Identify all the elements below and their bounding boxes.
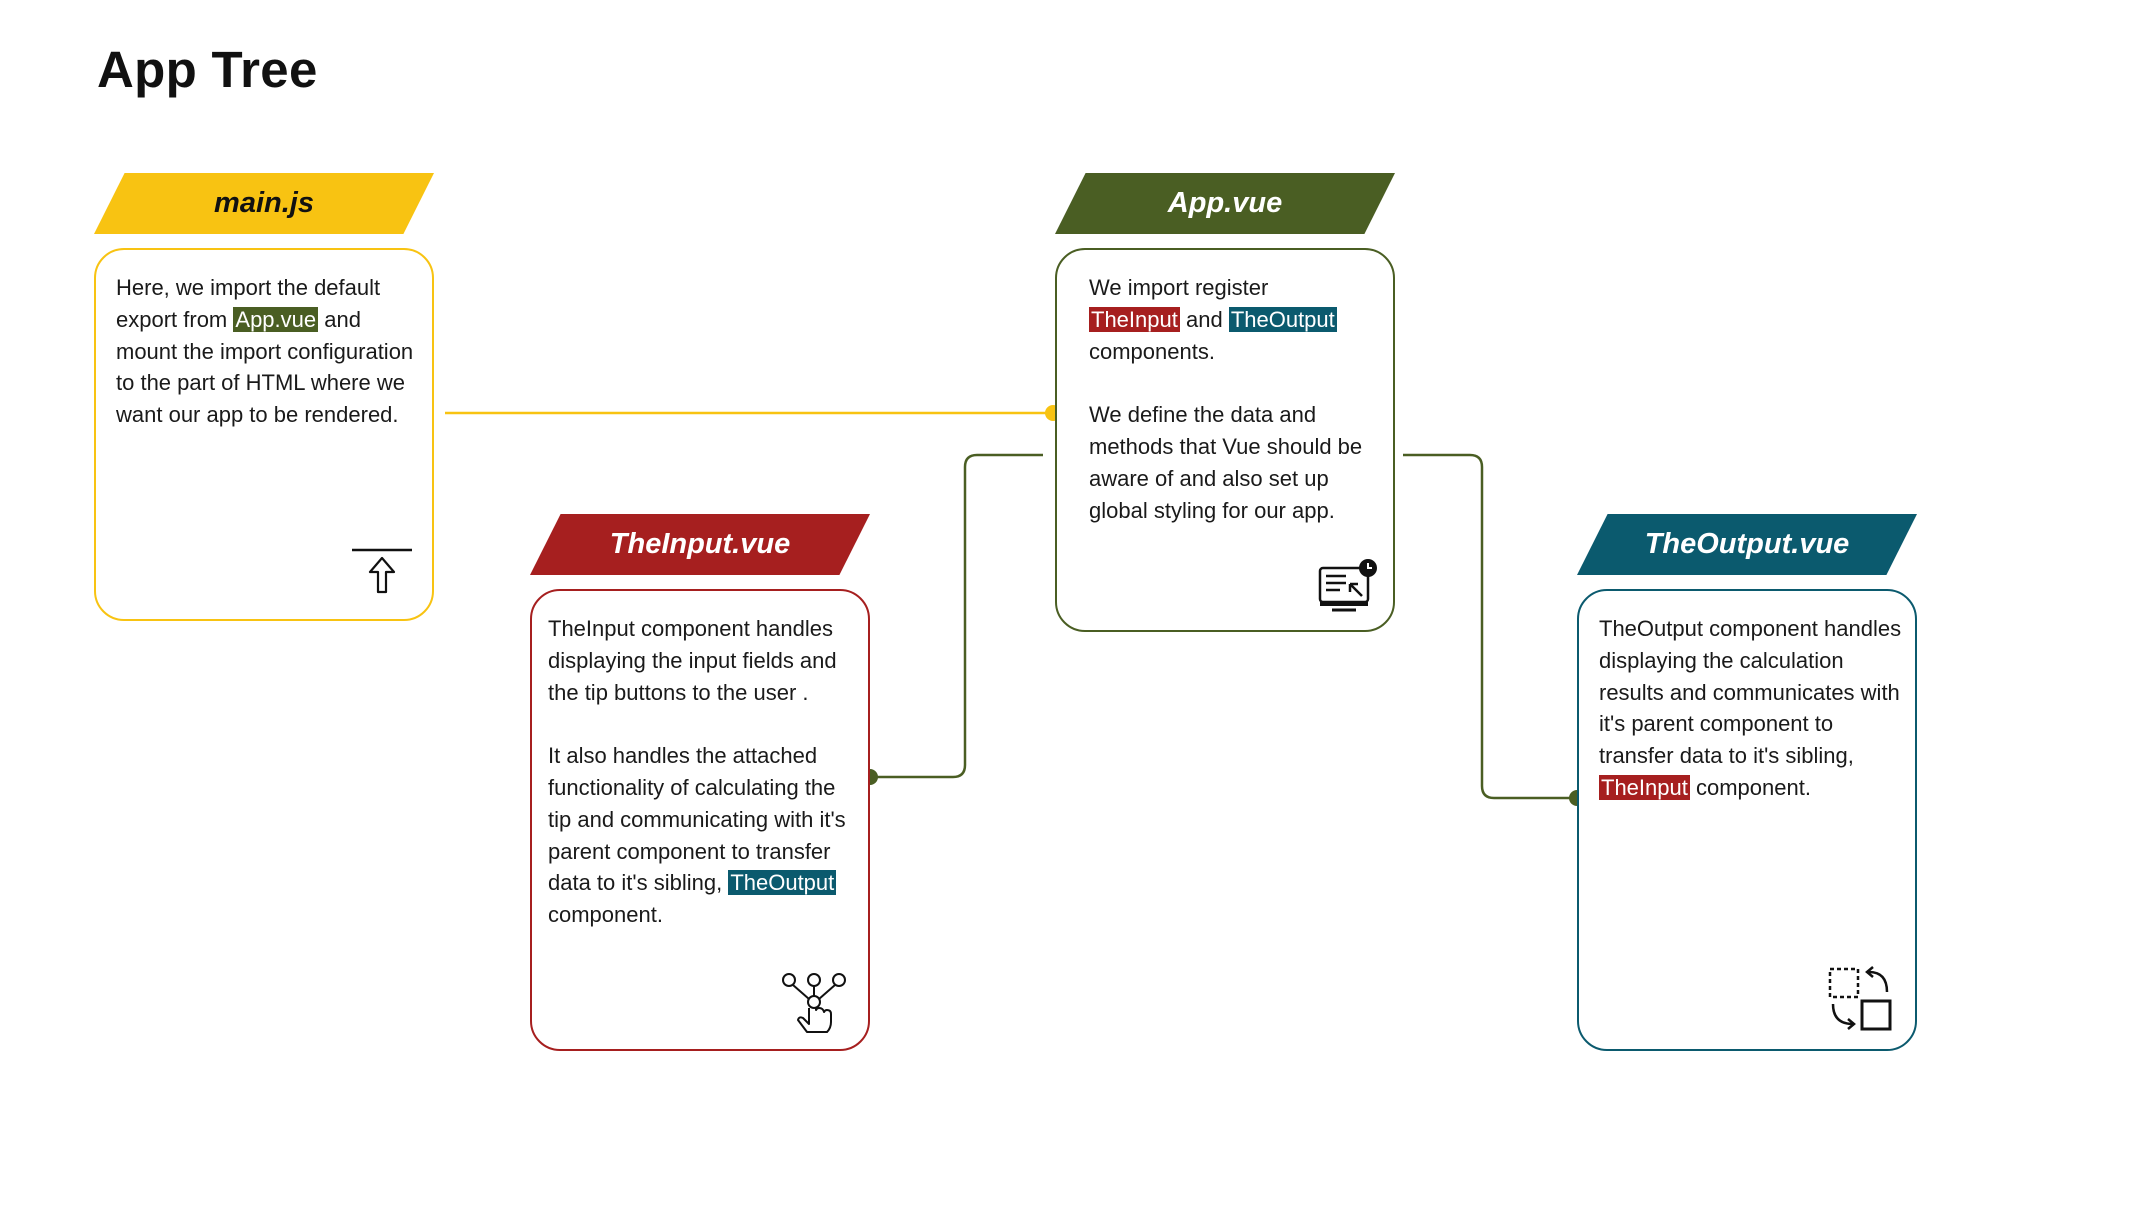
app-vue-text-3: We define the data and methods that Vue … bbox=[1089, 402, 1363, 523]
card-theinput-vue: TheInput component handles displaying th… bbox=[530, 589, 870, 1051]
page-title: App Tree bbox=[97, 41, 318, 98]
app-vue-description: We import register TheInput and TheOutpu… bbox=[1089, 272, 1381, 526]
theoutput-text-2: component. bbox=[1695, 774, 1811, 800]
highlight-theinput: TheInput bbox=[1089, 306, 1180, 332]
theoutput-text-1: TheOutput component handles displaying t… bbox=[1599, 616, 1902, 769]
tab-app-vue: App.vue bbox=[1055, 173, 1395, 234]
theinput-text-2: It also handles the attached functionali… bbox=[548, 743, 846, 896]
theinput-text-1: TheInput component handles displaying th… bbox=[548, 616, 837, 705]
transform-icon bbox=[1828, 966, 1892, 1031]
highlight-theoutput: TheOutput bbox=[1228, 306, 1337, 332]
highlight-theoutput-2: TheOutput bbox=[728, 870, 837, 896]
app-vue-text-2: components. bbox=[1089, 338, 1215, 364]
monitor-clock-icon bbox=[1318, 559, 1377, 612]
tab-main-js: main.js bbox=[94, 173, 434, 234]
tab-theinput-vue: TheInput.vue bbox=[530, 514, 870, 575]
theinput-text-3: component. bbox=[548, 902, 663, 928]
connector-app-input bbox=[870, 453, 1043, 779]
theoutput-description: TheOutput component handles displaying t… bbox=[1599, 613, 1909, 804]
main-js-text-1: Here, we import the default export from bbox=[116, 275, 381, 332]
theinput-description: TheInput component handles displaying th… bbox=[548, 613, 864, 931]
hand-pointer-network-icon bbox=[782, 973, 846, 1033]
card-main-js: Here, we import the default export from … bbox=[94, 248, 434, 621]
highlight-app-vue: App.vue bbox=[233, 306, 319, 332]
upload-icon bbox=[352, 548, 412, 594]
main-js-text-2: and mount the import configuration to th… bbox=[116, 306, 414, 428]
highlight-theinput-2: TheInput bbox=[1599, 774, 1690, 800]
main-js-description: Here, we import the default export from … bbox=[116, 272, 420, 431]
card-app-vue: We import register TheInput and TheOutpu… bbox=[1055, 248, 1395, 632]
card-theoutput-vue: TheOutput component handles displaying t… bbox=[1577, 589, 1917, 1051]
app-vue-text-and: and bbox=[1185, 306, 1223, 332]
app-vue-text-1: We import register bbox=[1089, 275, 1269, 300]
tab-theoutput-vue: TheOutput.vue bbox=[1577, 514, 1917, 575]
connector-app-output bbox=[1403, 453, 1577, 800]
